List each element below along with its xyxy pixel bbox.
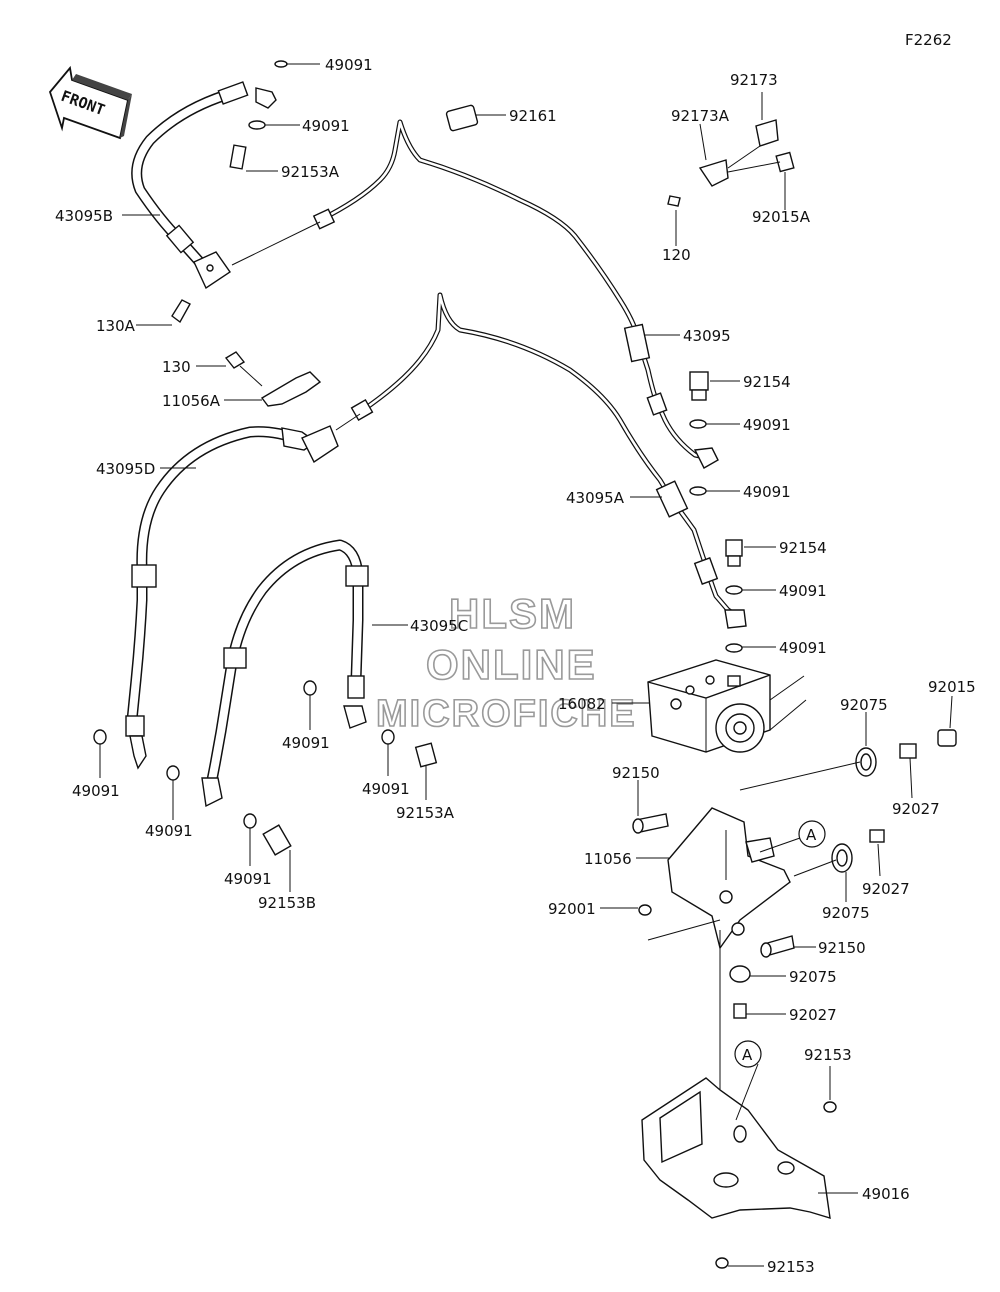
label-92153-a: 92153	[804, 1046, 852, 1064]
bracket-11056a	[224, 351, 322, 407]
label-92015a: 92015A	[752, 208, 811, 226]
watermark-line1: HLSM	[449, 590, 576, 637]
label-43095b: 43095B	[55, 207, 113, 225]
part-labels: 49091 49091 92153A 43095B 130A 92161 921…	[55, 56, 976, 1276]
front-arrow: FRONT	[48, 65, 132, 140]
callout-a-lower: A	[734, 1040, 762, 1121]
label-11056: 11056	[584, 850, 632, 868]
label-43095d: 43095D	[96, 460, 155, 478]
brake-hose-43095c	[201, 539, 369, 808]
label-92154-b: 92154	[779, 539, 827, 557]
grommets-right	[739, 729, 957, 877]
label-92153a-a: 92153A	[281, 163, 340, 181]
label-49091-g: 49091	[282, 734, 330, 752]
callout-a-lower-text: A	[742, 1046, 753, 1064]
figure-code: F2262	[905, 31, 952, 49]
label-130a: 130A	[96, 317, 136, 335]
label-49091-d: 49091	[743, 483, 791, 501]
banjo-bolts	[689, 371, 743, 653]
label-49091-b: 49091	[302, 117, 350, 135]
label-49091-a: 49091	[325, 56, 373, 74]
label-120: 120	[662, 246, 691, 264]
watermark: HLSM ONLINE MICROFICHE	[375, 589, 637, 736]
callout-a-upper: A	[759, 820, 826, 853]
label-92075-b: 92075	[822, 904, 870, 922]
label-92015: 92015	[928, 678, 976, 696]
label-49091-i: 49091	[72, 782, 120, 800]
label-43095: 43095	[683, 327, 731, 345]
callout-a-upper-text: A	[806, 826, 817, 844]
label-92075-c: 92075	[789, 968, 837, 986]
label-49091-k: 49091	[224, 870, 272, 888]
label-92075-a: 92075	[840, 696, 888, 714]
label-92153a-b: 92153A	[396, 804, 455, 822]
bracket-11056	[667, 807, 791, 950]
label-92027-b: 92027	[862, 880, 910, 898]
label-49091-e: 49091	[779, 582, 827, 600]
label-92001: 92001	[548, 900, 596, 918]
label-92027-c: 92027	[789, 1006, 837, 1024]
label-43095c: 43095C	[410, 617, 468, 635]
label-92173: 92173	[730, 71, 778, 89]
label-43095a: 43095A	[566, 489, 625, 507]
label-92027-a: 92027	[892, 800, 940, 818]
brake-pipe-43095a	[335, 292, 747, 629]
label-92173a: 92173A	[671, 107, 730, 125]
washers-lower-left	[93, 680, 438, 856]
label-49091-j: 49091	[145, 822, 193, 840]
cover-49016	[641, 1077, 837, 1269]
label-49091-c: 49091	[743, 416, 791, 434]
label-92153b: 92153B	[258, 894, 316, 912]
label-92150-a: 92150	[612, 764, 660, 782]
label-130: 130	[162, 358, 191, 376]
brake-hose-43095b	[131, 81, 277, 290]
abs-unit-16082	[647, 659, 807, 753]
label-49091-h: 49091	[362, 780, 410, 798]
leader-lines	[99, 63, 953, 1267]
label-49091-f: 49091	[779, 639, 827, 657]
brake-pipe-43095	[231, 119, 719, 469]
label-11056a: 11056A	[162, 392, 221, 410]
label-92150-b: 92150	[818, 939, 866, 957]
label-49016: 49016	[862, 1185, 910, 1203]
lower-fasteners	[632, 813, 795, 1180]
brake-hose-43095d	[125, 425, 339, 770]
watermark-line3: MICROFICHE	[376, 693, 637, 735]
watermark-line2: ONLINE	[426, 641, 597, 688]
label-92154-a: 92154	[743, 373, 791, 391]
small-fittings	[171, 60, 795, 324]
label-92153-b: 92153	[767, 1258, 815, 1276]
label-92161: 92161	[509, 107, 557, 125]
label-16082: 16082	[558, 695, 606, 713]
